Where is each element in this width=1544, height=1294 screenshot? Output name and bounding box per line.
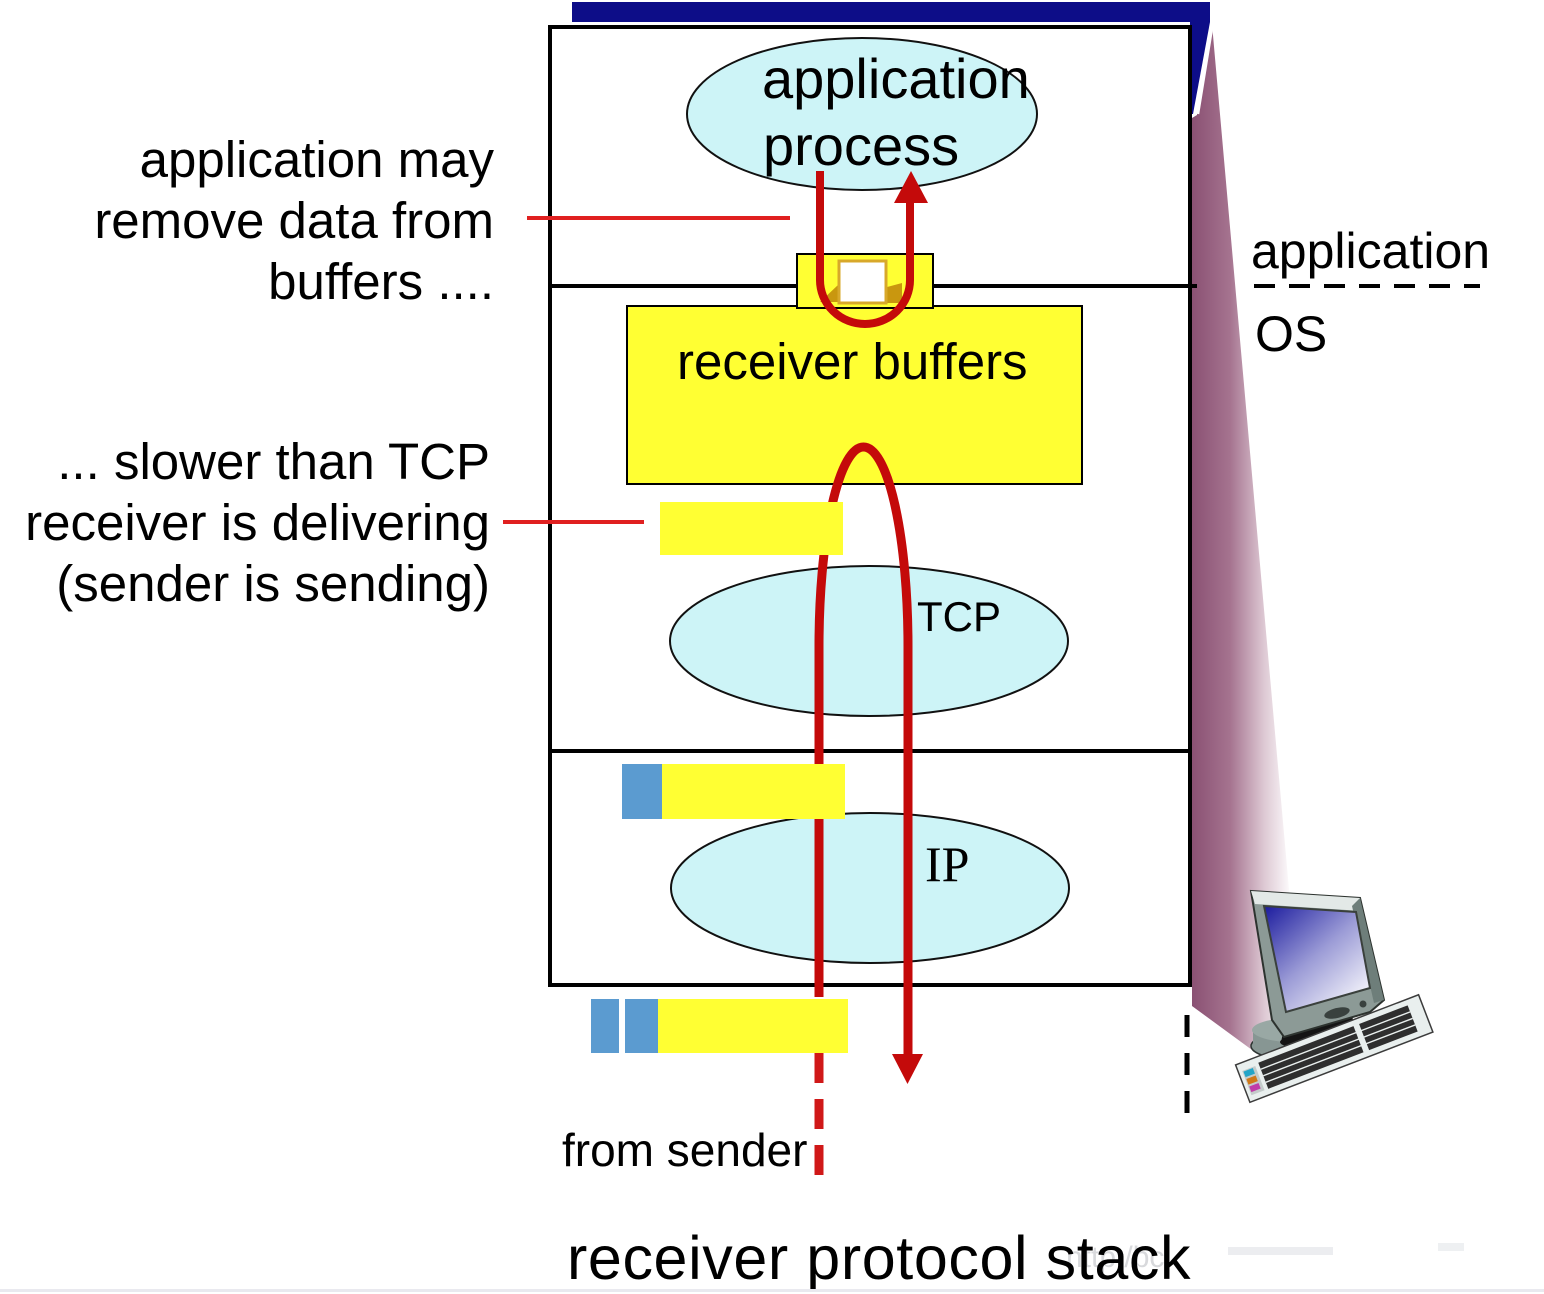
svg-text:process: process (763, 114, 959, 177)
svg-text:IP: IP (925, 836, 969, 892)
svg-text:(sender is sending): (sender is sending) (56, 555, 490, 612)
svg-text:OS: OS (1255, 306, 1327, 362)
svg-text:application may: application may (140, 131, 495, 188)
svg-text:from sender: from sender (562, 1124, 807, 1176)
svg-text:receiver buffers: receiver buffers (677, 333, 1028, 390)
svg-text:... slower than TCP: ... slower than TCP (57, 433, 490, 490)
svg-text:receiver protocol stack: receiver protocol stack (567, 1224, 1191, 1292)
svg-text:buffers ....: buffers .... (268, 253, 494, 310)
svg-text:application: application (1251, 223, 1490, 279)
svg-text:receiver is delivering: receiver is delivering (25, 494, 490, 551)
svg-text:application: application (762, 47, 1030, 110)
svg-text:TCP: TCP (917, 593, 1001, 640)
svg-text:nttp:/bc: nttp:/bc (1066, 1241, 1164, 1274)
svg-text:remove data from: remove data from (94, 192, 494, 249)
